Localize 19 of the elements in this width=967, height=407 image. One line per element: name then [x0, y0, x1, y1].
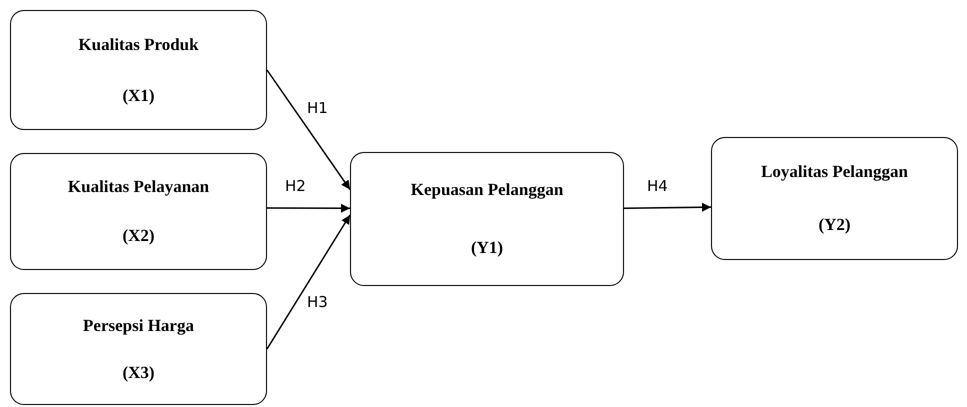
variable-code: (Y1): [470, 238, 504, 258]
rounded-box: [10, 153, 267, 270]
variable-name: Persepsi Harga: [83, 316, 194, 336]
arrow: [266, 214, 351, 350]
rounded-box: [10, 293, 267, 405]
rounded-box: [10, 10, 267, 130]
rounded-box: [350, 152, 624, 286]
rounded-box: [711, 137, 958, 260]
variable-code: (X1): [122, 86, 155, 106]
variable-code: (Y2): [818, 214, 851, 235]
variable-name: Loyalitas Pelanggan: [761, 162, 908, 182]
arrow: [266, 70, 351, 190]
arrow: [267, 204, 350, 213]
variable-code: (X3): [122, 362, 155, 382]
variable-code: (X2): [122, 226, 155, 246]
variable-name: Kepuasan Pelanggan: [410, 180, 564, 200]
variable-name: Kualitas Produk: [78, 34, 199, 54]
arrow: [624, 202, 712, 212]
variable-name: Kualitas Pelayanan: [68, 176, 210, 197]
